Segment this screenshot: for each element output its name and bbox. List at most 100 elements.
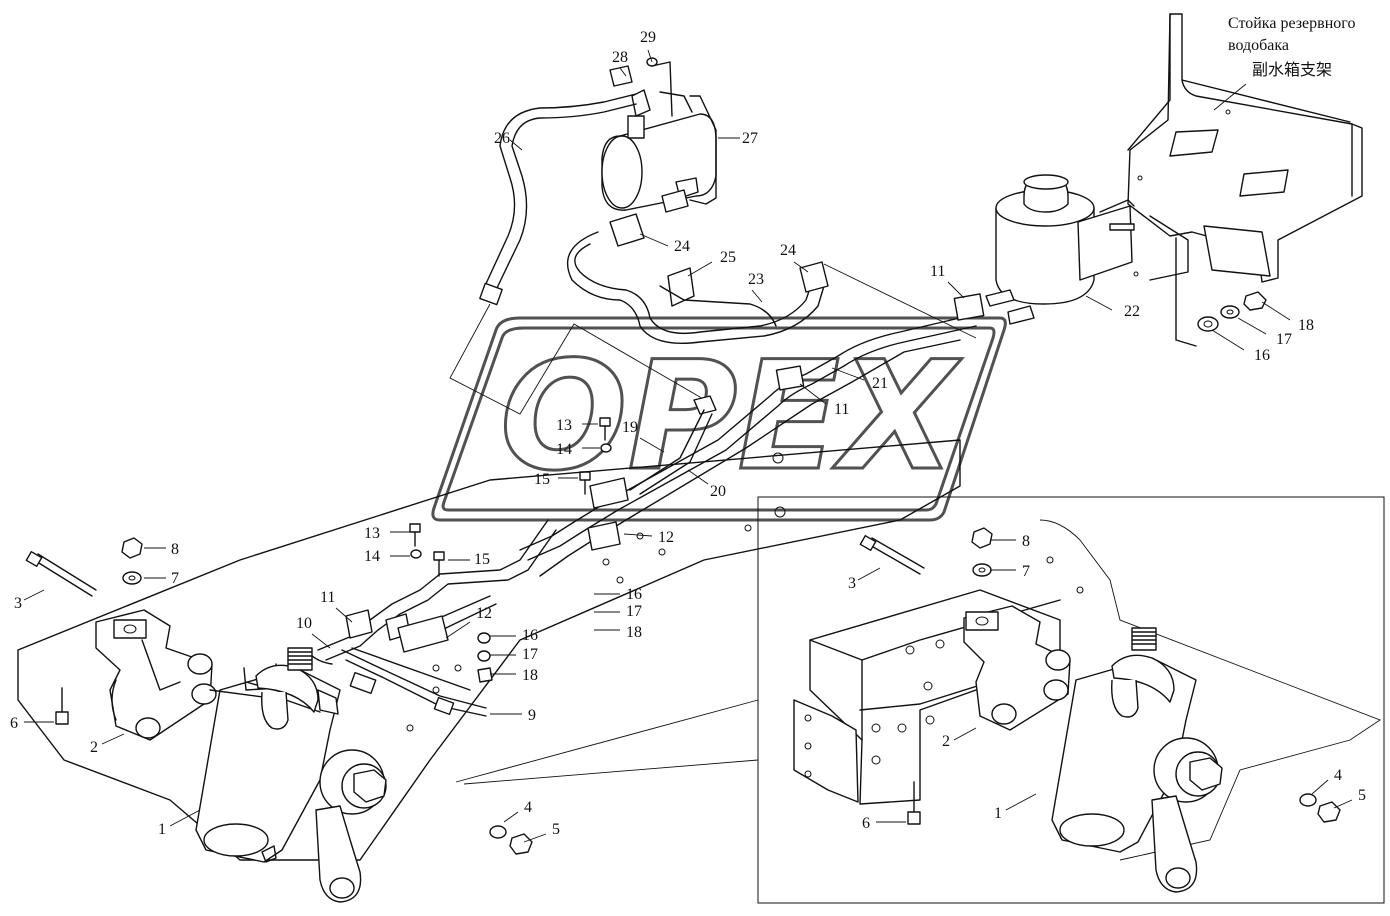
callout-number: 2 [90, 739, 98, 756]
callout-c8a: 8 [144, 541, 179, 558]
callout-number: 6 [10, 715, 18, 732]
callout-number: 11 [930, 263, 945, 280]
callout-leader [623, 533, 653, 537]
callout-c10: 10 [296, 615, 331, 649]
callout-c1b: 1 [994, 793, 1037, 822]
callout-leader [1085, 295, 1113, 311]
callout-c1a: 1 [158, 809, 201, 838]
callout-c2a: 2 [90, 733, 125, 756]
callout-number: 5 [552, 821, 560, 838]
callout-c8b: 8 [990, 533, 1030, 550]
callout-c5b: 5 [1333, 787, 1366, 809]
callout-leader [503, 811, 519, 823]
watermark-text: OPEX [500, 330, 962, 504]
callout-number: 17 [522, 646, 538, 663]
callout-leader [751, 289, 763, 303]
callout-number: 5 [1358, 787, 1366, 804]
callout-leader [311, 633, 331, 649]
callout-leader [523, 833, 547, 843]
callout-number: 16 [1254, 347, 1270, 364]
callout-leader [335, 607, 353, 623]
oil-reservoir [985, 174, 1135, 325]
callout-number: 3 [848, 575, 856, 592]
callout-c5a: 5 [523, 821, 560, 843]
callout-c18b: 18 [594, 624, 642, 641]
callout-c14b: 14 [364, 548, 410, 565]
callout-number: 8 [171, 541, 179, 558]
callout-leader [169, 809, 201, 827]
callout-number: 3 [14, 595, 22, 612]
callout-leader [947, 281, 965, 299]
pipe-26 [449, 93, 713, 415]
callout-leader [1211, 329, 1245, 351]
callout-number: 13 [556, 417, 572, 434]
callout-number: 1 [994, 805, 1002, 822]
callout-number: 17 [1276, 331, 1292, 348]
bracket-caption: Стойка резервного водобака 副水箱支架 [1213, 15, 1355, 111]
callout-number: 29 [640, 29, 656, 46]
callout-leader [687, 469, 709, 485]
callout-c6a: 6 [10, 715, 54, 732]
callout-number: 26 [494, 130, 510, 147]
callout-number: 10 [296, 615, 312, 632]
callout-leader [509, 139, 523, 151]
callout-c16c: 16 [490, 627, 538, 644]
callout-number: 13 [364, 525, 380, 542]
callout-leader [1333, 799, 1353, 809]
callout-c6b: 6 [862, 815, 906, 832]
callout-c11b: 11 [799, 383, 849, 418]
callout-number: 2 [942, 733, 950, 750]
callout-number: 14 [364, 548, 380, 565]
callout-number: 9 [528, 707, 536, 724]
callout-number: 14 [556, 441, 572, 458]
callout-c17a: 17 [1237, 317, 1292, 348]
callout-number: 4 [1334, 767, 1342, 784]
callout-c2b: 2 [942, 727, 977, 750]
callout-number: 15 [474, 551, 490, 568]
callout-number: 7 [1022, 563, 1030, 580]
callout-number: 28 [612, 49, 628, 66]
callout-c22: 22 [1085, 295, 1140, 320]
callout-leader [793, 261, 809, 273]
callout-c25: 25 [687, 249, 736, 277]
callout-number: 22 [1124, 303, 1140, 320]
callout-c24b: 24 [780, 242, 809, 273]
detail-view [455, 496, 1385, 904]
callout-number: 18 [522, 667, 538, 684]
callout-c11c: 11 [320, 589, 353, 623]
frame-rail [17, 439, 961, 861]
callout-c18a: 18 [1261, 301, 1314, 334]
callout-c15a: 15 [534, 471, 578, 488]
callout-c23: 23 [748, 271, 764, 303]
callout-c24a: 24 [639, 233, 690, 255]
callout-number: 6 [862, 815, 870, 832]
callout-c17b: 17 [594, 603, 642, 620]
callout-c3b: 3 [848, 567, 881, 592]
callout-c19: 19 [622, 419, 665, 453]
callout-number: 17 [626, 603, 642, 620]
callout-number: 11 [834, 401, 849, 418]
callout-leader [445, 621, 471, 639]
callout-leader [619, 67, 627, 77]
callout-c16a: 16 [1211, 329, 1270, 364]
callout-number: 18 [626, 624, 642, 641]
caption-line-2: водобака [1228, 37, 1289, 54]
filter-unit [601, 57, 717, 213]
reservoir-bracket [1127, 13, 1363, 347]
callout-leader [831, 367, 865, 381]
callout-number: 15 [534, 471, 550, 488]
callout-c3a: 3 [14, 589, 45, 612]
callout-c18c: 18 [490, 667, 538, 684]
callout-number: 24 [780, 242, 796, 259]
callout-number: 7 [171, 570, 179, 587]
caption-line-3: 副水箱支架 [1252, 61, 1332, 79]
callout-leader [953, 727, 977, 741]
callout-number: 8 [1022, 533, 1030, 550]
callout-c11a: 11 [930, 263, 965, 299]
pipes-19-21 [519, 293, 985, 577]
callout-leader [23, 589, 45, 601]
watermark: OPEX [431, 316, 1007, 522]
callout-leader [799, 383, 827, 405]
